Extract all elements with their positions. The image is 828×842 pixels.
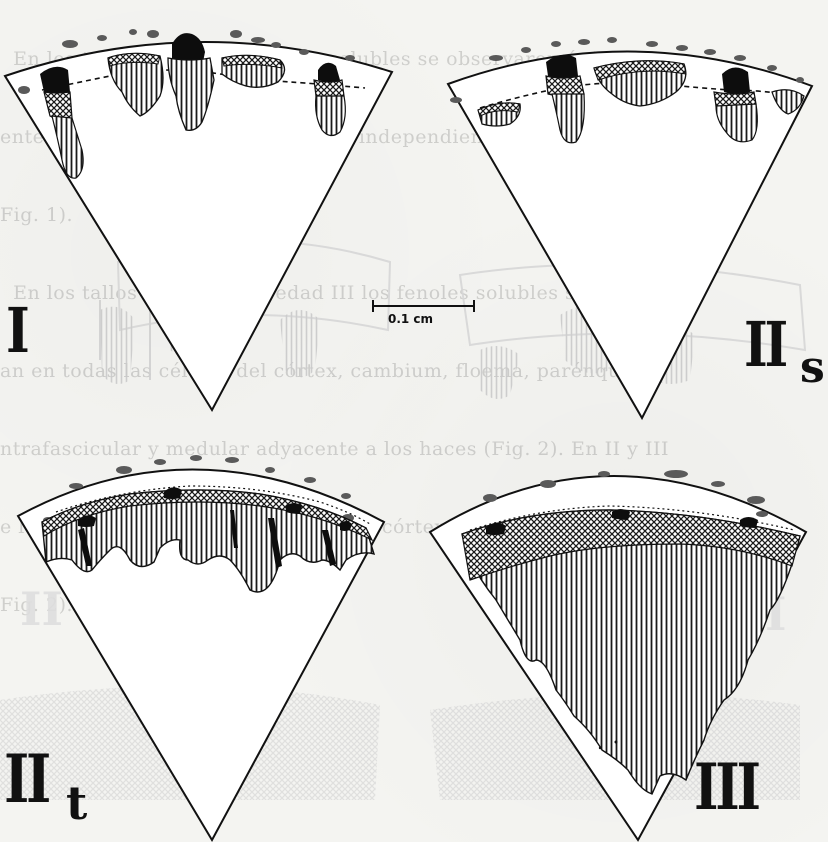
panel-label-IIt: II t [4,746,58,812]
panel-label-IIs-subscript: s [800,346,825,390]
speck [599,747,601,749]
panel-I-section [5,29,392,410]
panel-label-I-text: I [6,300,27,362]
panel-label-IIs: II s [744,314,794,376]
panel-label-IIt-text: II [4,746,48,812]
scale-bar-label: 0.1 cm [388,312,433,326]
svg-text:II: II [20,582,63,636]
panel-label-IIs-text: II [744,314,785,376]
panel-label-III-text: III [694,756,758,820]
panel-label-I: I [6,300,31,362]
speck [615,741,618,744]
panel-label-IIt-subscript: t [66,780,87,826]
panel-label-III: III [694,756,772,820]
scale-bar [372,300,475,312]
